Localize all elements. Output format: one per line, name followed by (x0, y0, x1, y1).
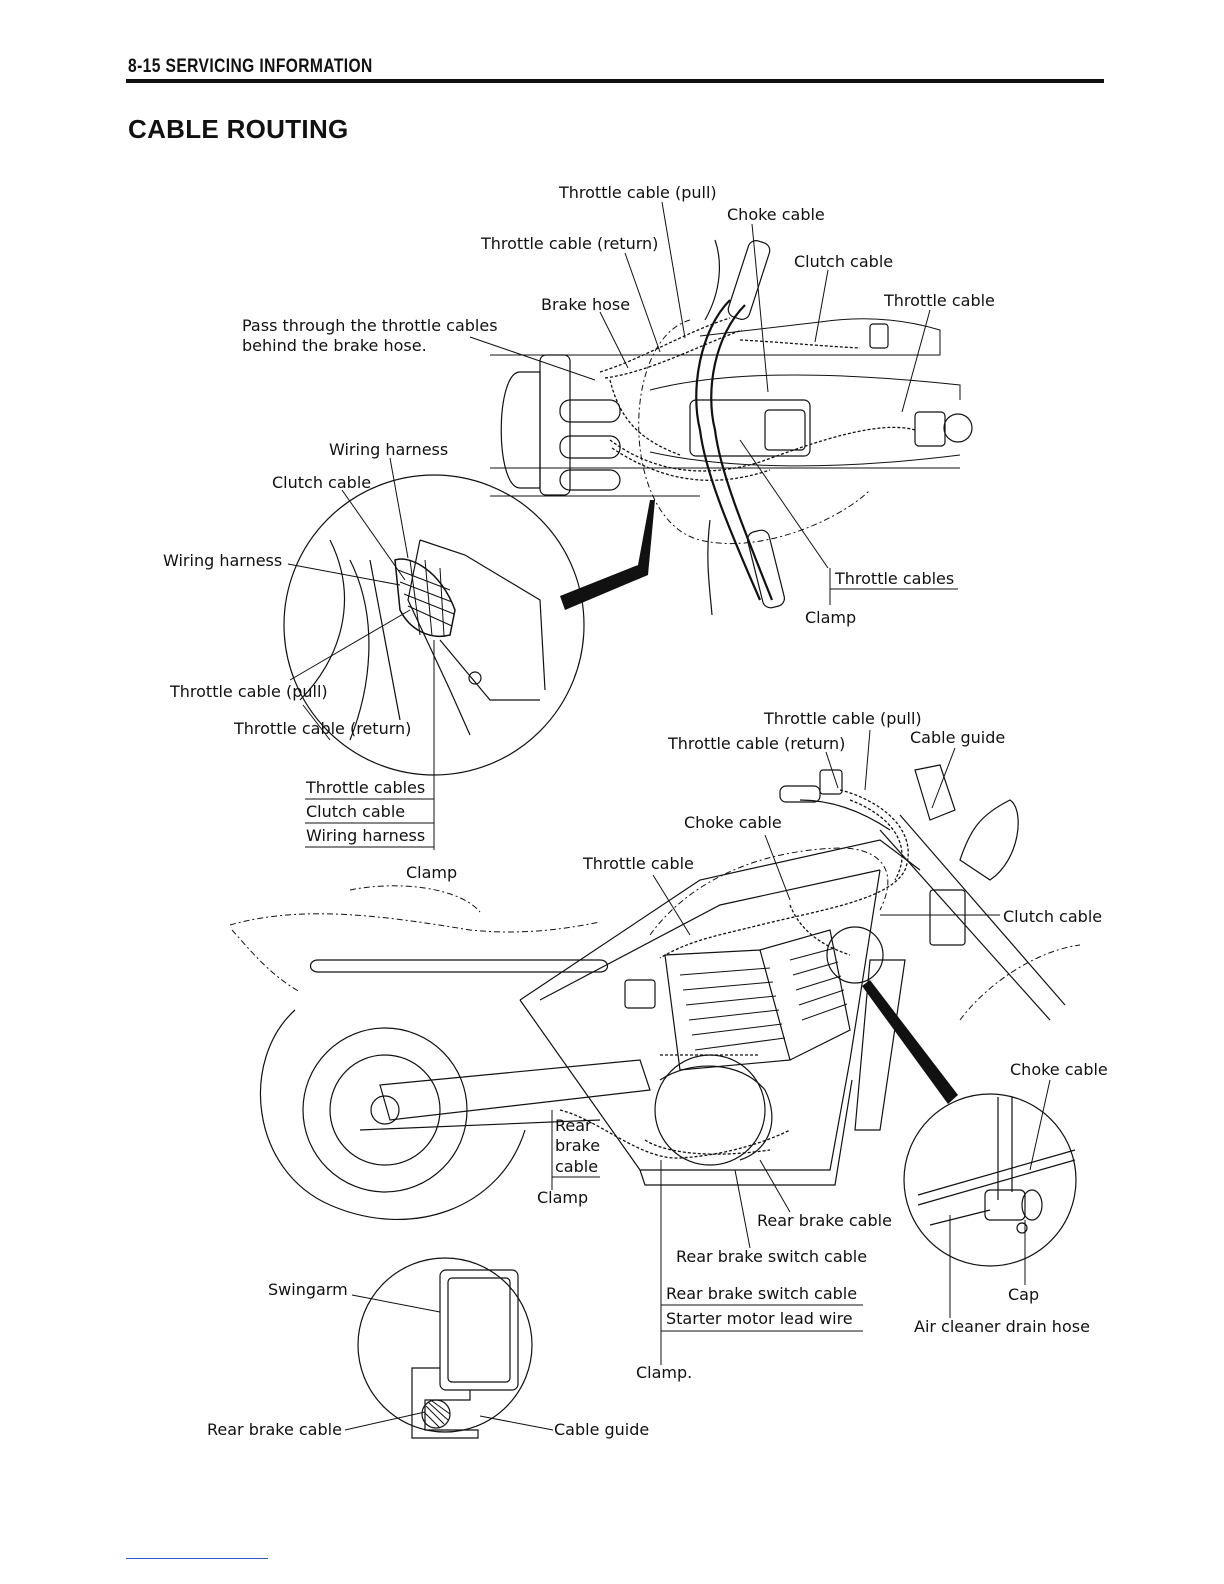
label-wiring-harness-side: Wiring harness (163, 551, 282, 570)
label-clamp-top: Clamp (805, 608, 856, 627)
detail-bottom-leaders (344, 1294, 554, 1431)
side-view-illustration (229, 764, 1081, 1220)
label-throttle-cable-pull-left: Throttle cable (pull) (169, 682, 328, 701)
label-cable-guide-bottom: Cable guide (554, 1420, 649, 1439)
note-line-1: Pass through the throttle cables (242, 316, 498, 335)
detail-left-leaders (287, 457, 435, 850)
label-throttle-cable-pull-top: Throttle cable (pull) (558, 183, 717, 202)
header-rule (126, 79, 1104, 83)
label-rear-brake-cable-side: Rear brake cable (757, 1211, 892, 1230)
label-air-cleaner-drain-hose: Air cleaner drain hose (914, 1317, 1090, 1336)
label-cap: Cap (1008, 1285, 1039, 1304)
label-throttle-cable-return-left: Throttle cable (return) (233, 719, 411, 738)
label-throttle-cable-return-top: Throttle cable (return) (480, 234, 658, 253)
section-header: 8-15 SERVICING INFORMATION (128, 56, 373, 77)
label-choke-cable-side: Choke cable (684, 813, 782, 832)
label-cable-guide-side: Cable guide (910, 728, 1005, 747)
clamp-item-starter-motor-lead-wire: Starter motor lead wire (666, 1309, 853, 1328)
label-throttle-cable-top: Throttle cable (883, 291, 995, 310)
label-throttle-cable-return-side: Throttle cable (return) (667, 734, 845, 753)
label-rear-brake-cable-bottom: Rear brake cable (207, 1420, 342, 1439)
top-view-leaders (469, 201, 958, 605)
label-clamp-left: Clamp (406, 863, 457, 882)
label-choke-cable-right: Choke cable (1010, 1060, 1108, 1079)
side-view-leaders (551, 729, 1000, 1365)
detail-right-leaders (949, 1079, 1051, 1318)
footer-rule (126, 1558, 268, 1559)
label-rear-brake-cable-1: Rear (555, 1116, 592, 1135)
detail-bottom-illustration (357, 1257, 533, 1439)
label-swingarm: Swingarm (268, 1280, 348, 1299)
clamp-item-throttle-cables: Throttle cables (305, 778, 425, 797)
label-clamp-bottom: Clamp. (636, 1363, 692, 1382)
clamp-item-clutch-cable: Clutch cable (306, 802, 405, 821)
detail-right-illustration (903, 1093, 1077, 1267)
note-line-2: behind the brake hose. (242, 336, 427, 355)
label-brake-hose: Brake hose (541, 295, 630, 314)
page-title: CABLE ROUTING (128, 114, 349, 144)
clamp-item-wiring-harness: Wiring harness (306, 826, 425, 845)
label-rear-brake-cable-2: brake (555, 1136, 600, 1155)
label-wiring-harness-top: Wiring harness (329, 440, 448, 459)
label-choke-cable-top: Choke cable (727, 205, 825, 224)
label-rear-brake-switch-cable: Rear brake switch cable (676, 1247, 867, 1266)
label-throttle-cable-side: Throttle cable (582, 854, 694, 873)
top-view-illustration (490, 239, 973, 616)
clamp-item-rear-brake-switch-cable: Rear brake switch cable (666, 1284, 857, 1303)
label-clamp-side: Clamp (537, 1188, 588, 1207)
label-clutch-cable-side: Clutch cable (1003, 907, 1102, 926)
label-rear-brake-cable-3: cable (555, 1157, 598, 1176)
label-throttle-cables-top: Throttle cables (834, 569, 954, 588)
label-throttle-cable-pull-side: Throttle cable (pull) (763, 709, 922, 728)
label-clutch-cable-left: Clutch cable (272, 473, 371, 492)
label-clutch-cable-top: Clutch cable (794, 252, 893, 271)
